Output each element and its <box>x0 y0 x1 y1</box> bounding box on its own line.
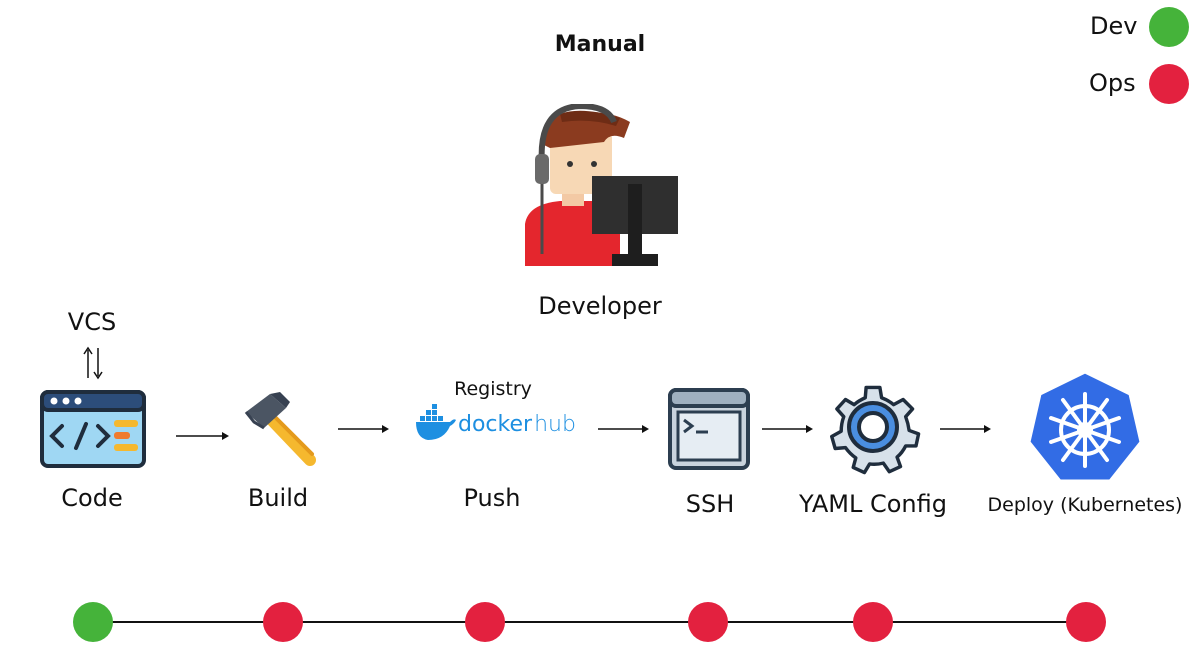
code-editor-icon <box>40 390 146 468</box>
vcs-label: VCS <box>67 308 117 336</box>
legend-ops-label: Ops <box>1089 69 1136 97</box>
timeline-dot-yaml-config <box>853 602 893 642</box>
docker-hub-icon <box>414 404 456 440</box>
stage-code-label: Code <box>61 484 123 512</box>
stage-ssh-label: SSH <box>685 490 735 518</box>
stage-deploy-label: Deploy (Kubernetes) <box>987 494 1183 516</box>
legend-dev-label: Dev <box>1090 12 1138 40</box>
timeline-dot-deploy <box>1066 602 1106 642</box>
timeline-dot-build <box>263 602 303 642</box>
timeline-dot-code <box>73 602 113 642</box>
flow-arrow-3 <box>598 422 650 436</box>
developer-label: Developer <box>538 292 662 320</box>
flow-arrow-2 <box>338 422 390 436</box>
stage-yaml-config-label: YAML Config <box>799 490 947 518</box>
timeline-dot-ssh <box>688 602 728 642</box>
terminal-icon <box>668 388 750 470</box>
docker-hub-logo-text-hub: hub <box>534 412 576 437</box>
legend-dev-dot <box>1149 7 1189 47</box>
stage-build-label: Build <box>247 484 309 512</box>
kubernetes-icon <box>1026 370 1144 484</box>
flow-arrow-5 <box>940 422 992 436</box>
legend-ops-dot <box>1149 64 1189 104</box>
timeline-dot-push <box>465 602 505 642</box>
developer-avatar-icon <box>520 104 685 269</box>
flow-arrow-4 <box>762 422 814 436</box>
vcs-sync-arrows-icon <box>80 346 106 380</box>
diagram-title: Manual <box>554 32 646 57</box>
docker-hub-logo-text: dockerhub <box>458 412 576 437</box>
gear-icon <box>824 378 922 476</box>
stage-push-label: Push <box>463 484 521 512</box>
flow-arrow-1 <box>176 429 230 443</box>
hammer-icon <box>240 390 318 466</box>
timeline-line <box>93 621 1086 623</box>
registry-label: Registry <box>454 378 532 400</box>
docker-hub-logo-text-docker: docker <box>458 412 533 437</box>
